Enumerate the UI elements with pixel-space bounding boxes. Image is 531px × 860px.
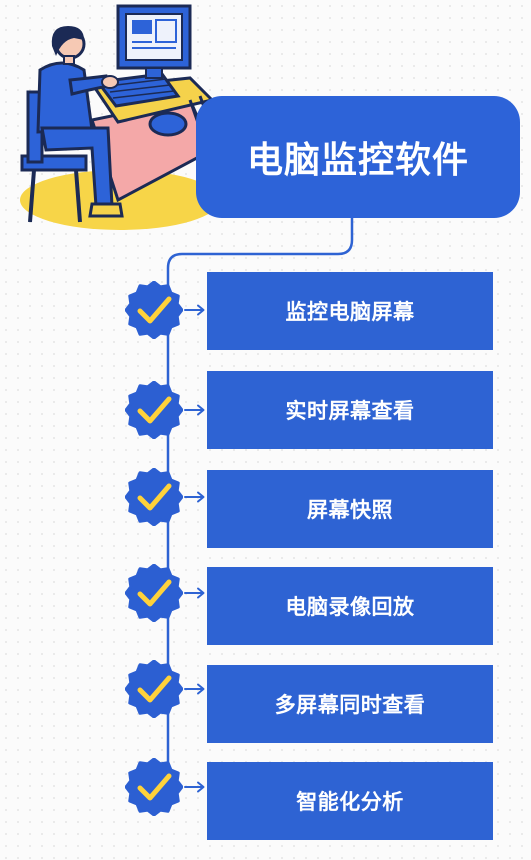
feature-box: 智能化分析 xyxy=(207,762,493,840)
check-badge-icon xyxy=(125,758,183,816)
arrow-right-icon xyxy=(184,491,205,503)
feature-box: 电脑录像回放 xyxy=(207,567,493,645)
check-badge-icon xyxy=(125,660,183,718)
diagram-title: 电脑监控软件 xyxy=(196,96,520,218)
arrow-right-icon xyxy=(184,404,205,416)
arrow-right-icon xyxy=(184,304,205,316)
feature-box: 多屏幕同时查看 xyxy=(207,665,493,743)
arrow-right-icon xyxy=(184,683,205,695)
check-badge-icon xyxy=(125,468,183,526)
check-badge-icon xyxy=(125,381,183,439)
feature-box: 屏幕快照 xyxy=(207,470,493,548)
check-badge-icon xyxy=(125,564,183,622)
arrow-right-icon xyxy=(184,587,205,599)
check-badge-icon xyxy=(125,281,183,339)
feature-box: 监控电脑屏幕 xyxy=(207,272,493,350)
person-at-computer-illustration xyxy=(20,4,240,230)
arrow-right-icon xyxy=(184,781,205,793)
feature-box: 实时屏幕查看 xyxy=(207,371,493,449)
